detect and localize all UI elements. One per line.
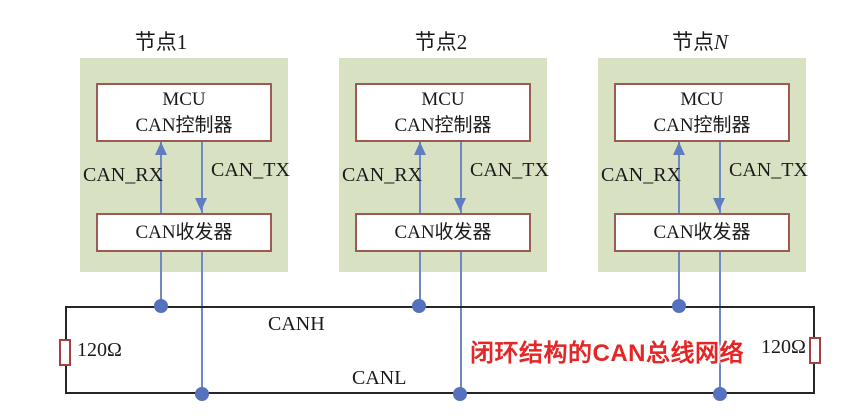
node-title-suffix: 1 <box>176 30 188 54</box>
can-tx-wire <box>201 142 203 394</box>
terminating-resistor-right <box>809 337 821 364</box>
canh-tap-dot <box>412 299 426 313</box>
can-tx-label: CAN_TX <box>211 159 290 181</box>
mcu-controller-box: MCU CAN控制器 <box>96 83 272 142</box>
canh-label: CANH <box>268 313 325 335</box>
arrow-down-icon <box>454 198 466 211</box>
resistor-value-left: 120Ω <box>77 339 122 361</box>
canl-tap-dot <box>195 387 209 401</box>
can-rx-label: CAN_RX <box>342 164 423 186</box>
node-title-prefix: 节点 <box>671 30 714 54</box>
can-node-1: 节点1 MCU CAN控制器 CAN收发器 CAN_RX CAN_TX <box>80 30 290 394</box>
canh-tap-dot <box>154 299 168 313</box>
mcu-label: MCU <box>162 89 206 110</box>
can-tx-label: CAN_TX <box>729 159 808 181</box>
can-transceiver-label: CAN收发器 <box>135 222 233 243</box>
arrow-down-icon <box>195 198 207 211</box>
mcu-controller-box: MCU CAN控制器 <box>614 83 790 142</box>
can-tx-wire <box>460 142 462 394</box>
mcu-label: MCU <box>421 89 465 110</box>
node-title-suffix: 2 <box>456 30 468 54</box>
diagram-caption: 闭环结构的CAN总线网络 <box>470 340 744 367</box>
can-tx-label: CAN_TX <box>470 159 549 181</box>
mcu-label: MCU <box>680 89 724 110</box>
resistor-value-right: 120Ω <box>761 336 806 358</box>
terminating-resistor-left <box>59 339 71 366</box>
can-tx-wire <box>719 142 721 394</box>
can-rx-label: CAN_RX <box>601 164 682 186</box>
can-controller-label: CAN控制器 <box>653 115 751 136</box>
arrow-up-icon <box>155 142 167 155</box>
can-rx-label: CAN_RX <box>83 164 164 186</box>
canl-label: CANL <box>352 367 407 389</box>
canl-tap-dot <box>453 387 467 401</box>
arrow-down-icon <box>713 198 725 211</box>
node-title: 节点1 <box>57 26 265 56</box>
node-title-suffix: N <box>713 30 728 54</box>
can-transceiver-box: CAN收发器 <box>96 213 272 252</box>
canh-tap-dot <box>672 299 686 313</box>
node-title: 节点2 <box>337 26 545 56</box>
canl-tap-dot <box>713 387 727 401</box>
node-title: 节点N <box>596 26 804 56</box>
can-transceiver-label: CAN收发器 <box>653 222 751 243</box>
node-title-prefix: 节点 <box>414 30 457 54</box>
can-transceiver-box: CAN收发器 <box>355 213 531 252</box>
can-controller-label: CAN控制器 <box>394 115 492 136</box>
can-node-n: 节点N MCU CAN控制器 CAN收发器 CAN_RX CAN_TX <box>598 30 808 394</box>
arrow-up-icon <box>414 142 426 155</box>
can-controller-label: CAN控制器 <box>135 115 233 136</box>
can-node-2: 节点2 MCU CAN控制器 CAN收发器 CAN_RX CAN_TX <box>339 30 549 394</box>
can-transceiver-label: CAN收发器 <box>394 222 492 243</box>
can-transceiver-box: CAN收发器 <box>614 213 790 252</box>
node-title-prefix: 节点 <box>134 30 177 54</box>
arrow-up-icon <box>673 142 685 155</box>
mcu-controller-box: MCU CAN控制器 <box>355 83 531 142</box>
